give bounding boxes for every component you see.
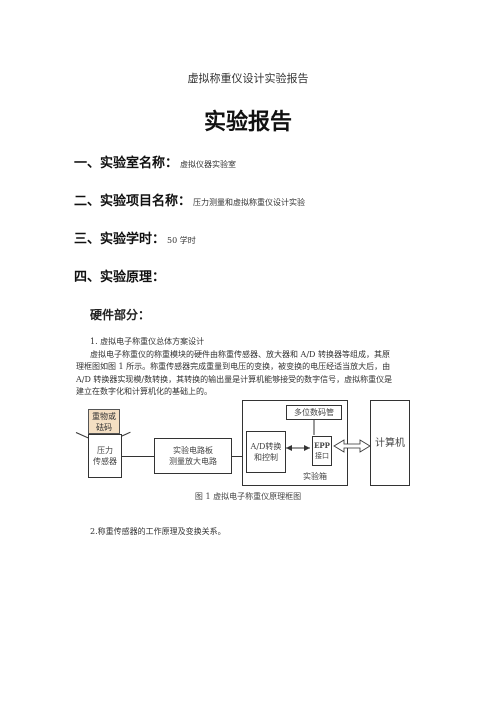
weight-label: 重物或 [92, 411, 116, 421]
double-arrow [333, 439, 371, 453]
section-label: 四、实验原理： [74, 270, 166, 285]
page-header: 虚拟称重仪设计实验报告 [187, 72, 309, 85]
item1-title: 1. 虚拟电子称重仪总体方案设计 [90, 337, 205, 346]
arrow-head-left [286, 445, 292, 451]
hardware-paragraph: 1. 虚拟电子称重仪总体方案设计 虚拟电子称重仪的称重模块的硬件由称重传感器、放… [76, 336, 421, 399]
section-value: 50 学时 [167, 236, 196, 245]
section-label: 二、实验项目名称： [74, 194, 192, 209]
sensor-label: 压力 [97, 446, 113, 455]
section-lab-name: 一、实验室名称：虚拟仪器实验室 [74, 152, 236, 171]
weight-block: 重物或 砝码 [88, 409, 120, 434]
arrow-head-right [304, 445, 310, 451]
weight-label: 砝码 [96, 422, 112, 432]
section-hours: 三、实验学时：50 学时 [74, 228, 196, 247]
circuit-box: 实验电路板 测量放大电路 [154, 438, 232, 474]
connector-line [232, 456, 246, 457]
section-label: 三、实验学时： [74, 232, 166, 247]
sensor-label: 传感器 [93, 457, 117, 466]
item2-title: 2.称重传感器的工作原理及变换关系。 [90, 527, 226, 536]
para-line: A/D 转换器实现模/数转换，其转换的输出量是计算机能够接受的数字信号，虚拟称重… [76, 374, 393, 384]
para-line: 理框图如图 1 所示。称重传感器完成重量到电压的变换，被变换的电压经适当放大后，… [76, 362, 391, 371]
section-project-name: 二、实验项目名称：压力测量和虚拟称重仪设计实验 [74, 190, 305, 209]
section-value: 虚拟仪器实验室 [180, 160, 237, 169]
pressure-sensor-box: 压力 传感器 [88, 434, 122, 478]
adc-box: A/D转换 和控制 [246, 431, 286, 473]
document-title: 实验报告 [203, 110, 292, 135]
hardware-heading: 硬件部分： [90, 308, 151, 322]
adc-label: 和控制 [254, 453, 278, 462]
section-label: 一、实验室名称： [74, 156, 179, 171]
display-label: 多位数码管 [294, 408, 334, 417]
epp-label: 接口 [315, 452, 329, 460]
connector-line [122, 456, 154, 457]
circuit-label: 测量放大电路 [169, 457, 217, 466]
experiment-box-label: 实验箱 [303, 472, 327, 481]
section-principle: 四、实验原理： [74, 266, 165, 285]
figure-caption: 图 1 虚拟电子称重仪原理框图 [194, 492, 302, 501]
display-box: 多位数码管 [286, 405, 342, 420]
adc-label: A/D转换 [250, 442, 282, 451]
epp-box: EPP 接口 [312, 436, 332, 466]
epp-label: EPP [314, 441, 330, 450]
computer-label: 计算机 [375, 437, 405, 449]
section-value: 压力测量和虚拟称重仪设计实验 [193, 198, 306, 207]
computer-box: 计算机 [370, 400, 410, 486]
circuit-label: 实验电路板 [173, 446, 213, 455]
para-line: 建立在数字化和计算机化的基础上的。 [76, 387, 212, 396]
para-line: 虚拟电子称重仪的称重模块的硬件由称重传感器、放大器和 A/D 转换器等组成，其原 [90, 349, 390, 359]
